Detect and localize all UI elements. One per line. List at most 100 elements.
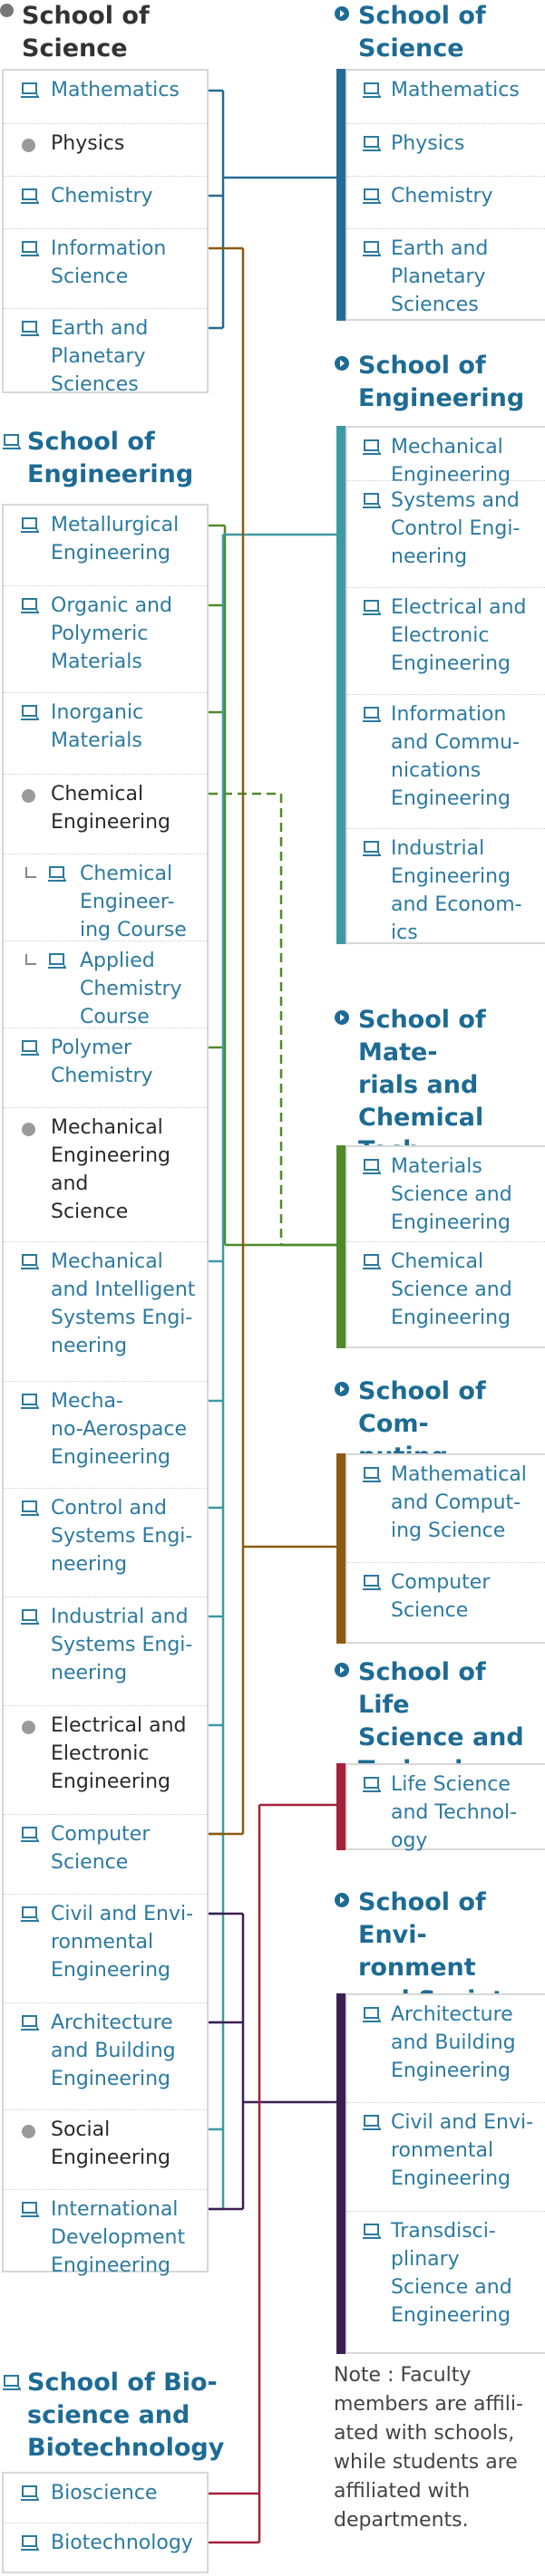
department-label[interactable]: Mathematics	[51, 79, 180, 101]
department-icon	[21, 188, 39, 204]
department-icon	[363, 2224, 381, 2239]
department-label[interactable]: Physics	[51, 132, 125, 155]
list-item[interactable]: Mathematics	[4, 71, 207, 123]
list-item[interactable]: Chemistry	[4, 176, 207, 228]
department-label[interactable]: Physics	[391, 132, 465, 155]
list-item[interactable]: Biotechnology	[4, 2523, 207, 2571]
left-department-list: Bioscience Biotechnology	[2, 2472, 209, 2573]
department-label[interactable]: Biotechnology	[51, 2532, 193, 2554]
department-icon	[21, 598, 39, 613]
department-icon	[21, 1254, 39, 1269]
department-icon	[21, 1906, 39, 1922]
department-icon	[21, 1040, 39, 1056]
list-item[interactable]: Physics	[4, 123, 207, 176]
list-item[interactable]: Chemistry	[347, 176, 545, 228]
department-label[interactable]: Chemistry	[51, 185, 153, 207]
list-item[interactable]: Bioscience	[4, 2474, 207, 2523]
sub-branch-marker	[25, 867, 36, 878]
department-label[interactable]: Mathematics	[391, 79, 520, 101]
dot-bullet-icon	[22, 1123, 35, 1136]
list-item[interactable]: Physics	[347, 123, 545, 176]
department-label[interactable]: Chemistry	[391, 185, 493, 207]
list-item[interactable]: Mathematics	[347, 71, 545, 123]
school-marker-icon	[335, 1010, 349, 1025]
department-icon	[21, 2202, 39, 2217]
department-label[interactable]: Bioscience	[51, 2482, 158, 2504]
department-icon	[363, 136, 381, 151]
department-icon	[363, 439, 381, 455]
